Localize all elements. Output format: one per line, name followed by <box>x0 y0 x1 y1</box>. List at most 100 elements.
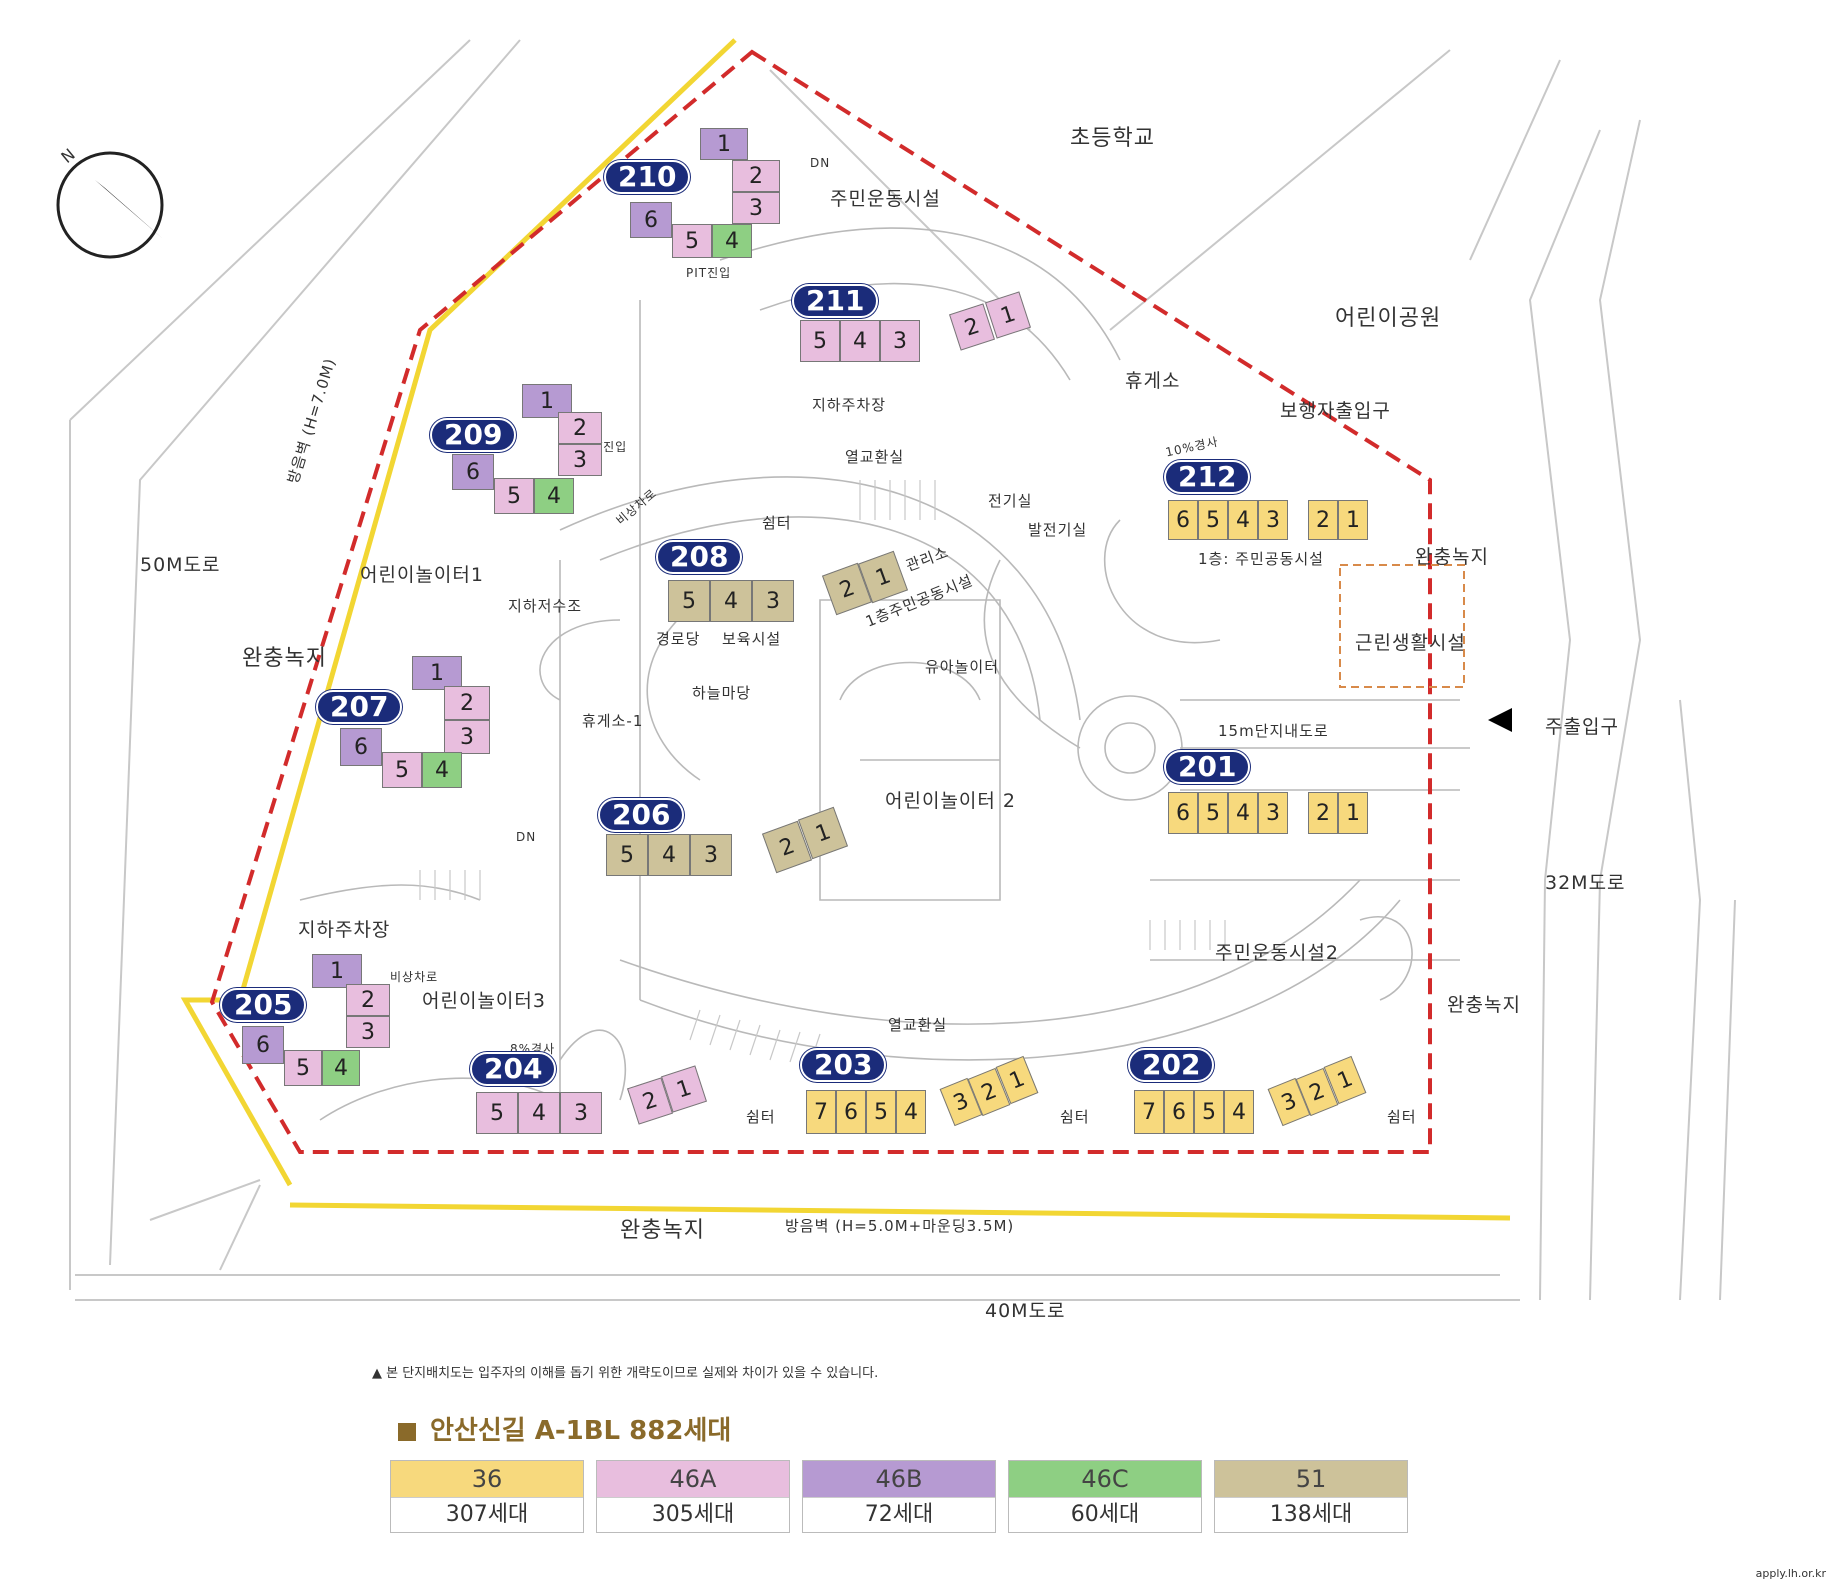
building-206-badge: 206 <box>598 798 685 832</box>
playground-3-label: 어린이놀이터3 <box>422 990 546 1012</box>
unit-cell: 4 <box>1228 792 1258 834</box>
unit-cell: 6 <box>836 1090 866 1134</box>
underground-parking-label-2: 지하주차장 <box>298 919 391 941</box>
unit-cell: 6 <box>242 1026 284 1064</box>
legend-type: 36 <box>391 1461 583 1497</box>
sports-facility-1-label: 주민운동시설 <box>830 188 941 210</box>
unit-cell: 1 <box>700 128 748 160</box>
unit-cell: 3 <box>346 1016 390 1048</box>
pit-entry-label-1: PIT진입 <box>686 266 732 280</box>
unit-cell: 2 <box>558 412 602 444</box>
road-west-label: 50M도로 <box>140 554 221 576</box>
unit-cell: 1 <box>312 954 362 988</box>
unit-cell: 3 <box>732 192 780 224</box>
unit-cell: 5 <box>284 1050 322 1086</box>
legend-count: 72세대 <box>803 1497 995 1532</box>
unit-cell: 3 <box>558 444 602 476</box>
down-ramp-label-2: DN <box>516 830 537 844</box>
sky-yard-label: 하늘마당 <box>692 684 752 702</box>
road-south-label: 40M도로 <box>985 1300 1066 1322</box>
building-209-badge: 209 <box>430 418 517 452</box>
building-212-badge: 212 <box>1164 460 1251 494</box>
disclaimer-text: ▲ 본 단지배치도는 입주자의 이해를 돕기 위한 개략도이므로 실제와 차이가… <box>372 1366 879 1381</box>
buffer-west-label: 완충녹지 <box>242 646 327 671</box>
unit-cell: 6 <box>452 454 494 490</box>
legend-item: 36 307세대 <box>390 1460 584 1533</box>
unit-cell: 1 <box>412 656 462 690</box>
unit-cell: 6 <box>1168 792 1198 834</box>
legend-count: 60세대 <box>1009 1497 1201 1532</box>
legend-count: 305세대 <box>597 1497 789 1532</box>
buffer-east-label-1: 완충녹지 <box>1415 546 1489 568</box>
unit-type-legend: 36 307세대 46A 305세대 46B 72세대 46C 60세대 51 … <box>390 1460 1408 1533</box>
legend-type: 51 <box>1215 1461 1407 1497</box>
underground-parking-label-1: 지하주차장 <box>812 396 887 414</box>
generator-room-label: 발전기실 <box>1028 521 1088 539</box>
road-east-label: 32M도로 <box>1545 872 1626 894</box>
unit-cell: 2 <box>1308 500 1338 540</box>
unit-cell: 3 <box>752 580 794 622</box>
legend-title-text: 안산신길 A-1BL 882세대 <box>430 1416 732 1446</box>
inner-road-label: 15m단지내도로 <box>1218 722 1329 740</box>
shelter-label-d: 쉼터 <box>1387 1108 1417 1126</box>
sports-facility-2-label: 주민운동시설2 <box>1215 942 1339 964</box>
soundwall-south-label: 방음벽 (H=5.0M+마운딩3.5M) <box>785 1217 1015 1235</box>
unit-cell: 5 <box>1194 1090 1224 1134</box>
buffer-east-label-2: 완충녹지 <box>1447 994 1521 1016</box>
unit-cell: 6 <box>1168 500 1198 540</box>
rest-area-1-label: 휴게소-1 <box>582 712 644 730</box>
unit-cell: 3 <box>560 1092 602 1134</box>
water-tank-label: 지하저수조 <box>508 597 583 615</box>
legend-count: 138세대 <box>1215 1497 1407 1532</box>
compass-icon <box>56 151 164 259</box>
legend-type: 46A <box>597 1461 789 1497</box>
emergency-lane-label-2: 비상차로 <box>390 970 439 984</box>
park-label: 어린이공원 <box>1335 306 1442 331</box>
unit-cell: 5 <box>494 478 534 514</box>
heat-exchange-room-label-2: 열교환실 <box>888 1016 948 1034</box>
unit-cell: 4 <box>534 478 574 514</box>
unit-cell: 3 <box>880 320 920 362</box>
neighborhood-facility-label: 근린생활시설 <box>1355 632 1466 654</box>
unit-cell: 5 <box>606 834 648 876</box>
building-203-badge: 203 <box>800 1048 887 1082</box>
rest-area-label: 휴게소 <box>1125 370 1181 392</box>
unit-cell: 3 <box>444 720 490 754</box>
building-208-badge: 208 <box>656 540 743 574</box>
legend-count: 307세대 <box>391 1497 583 1532</box>
legend-bullet-icon <box>398 1422 416 1441</box>
unit-cell: 4 <box>840 320 880 362</box>
building-211-badge: 211 <box>792 284 879 318</box>
pedestrian-entrance-label: 보행자출입구 <box>1280 400 1391 422</box>
unit-cell: 3 <box>690 834 732 876</box>
school-label: 초등학교 <box>1070 126 1155 151</box>
legend-type: 46B <box>803 1461 995 1497</box>
unit-cell: 2 <box>444 686 490 720</box>
building-207-badge: 207 <box>316 690 403 724</box>
unit-cell: 4 <box>1224 1090 1254 1134</box>
legend-title: 안산신길 A-1BL 882세대 <box>398 1410 731 1447</box>
unit-cell: 5 <box>800 320 840 362</box>
main-entrance-label: 주출입구 <box>1545 716 1619 738</box>
unit-cell: 2 <box>1308 792 1338 834</box>
unit-cell: 4 <box>712 224 752 258</box>
unit-cell: 5 <box>668 580 710 622</box>
unit-cell: 2 <box>346 984 390 1016</box>
down-ramp-label-1: DN <box>810 156 831 170</box>
building-204-badge: 204 <box>470 1052 557 1086</box>
legend-type: 46C <box>1009 1461 1201 1497</box>
electric-room-label: 전기실 <box>988 492 1033 510</box>
buffer-south-label: 완충녹지 <box>620 1218 705 1243</box>
unit-cell: 1 <box>1338 792 1368 834</box>
unit-cell: 3 <box>1258 792 1288 834</box>
unit-cell: 5 <box>1198 500 1228 540</box>
unit-cell: 1 <box>1338 500 1368 540</box>
playground-2-label: 어린이놀이터 2 <box>885 790 1017 812</box>
senior-center-label: 경로당 <box>656 630 701 648</box>
building-205-badge: 205 <box>220 988 307 1022</box>
unit-cell: 3 <box>1258 500 1288 540</box>
unit-cell: 4 <box>896 1090 926 1134</box>
unit-cell: 4 <box>1228 500 1258 540</box>
daycare-label: 보육시설 <box>722 630 782 648</box>
